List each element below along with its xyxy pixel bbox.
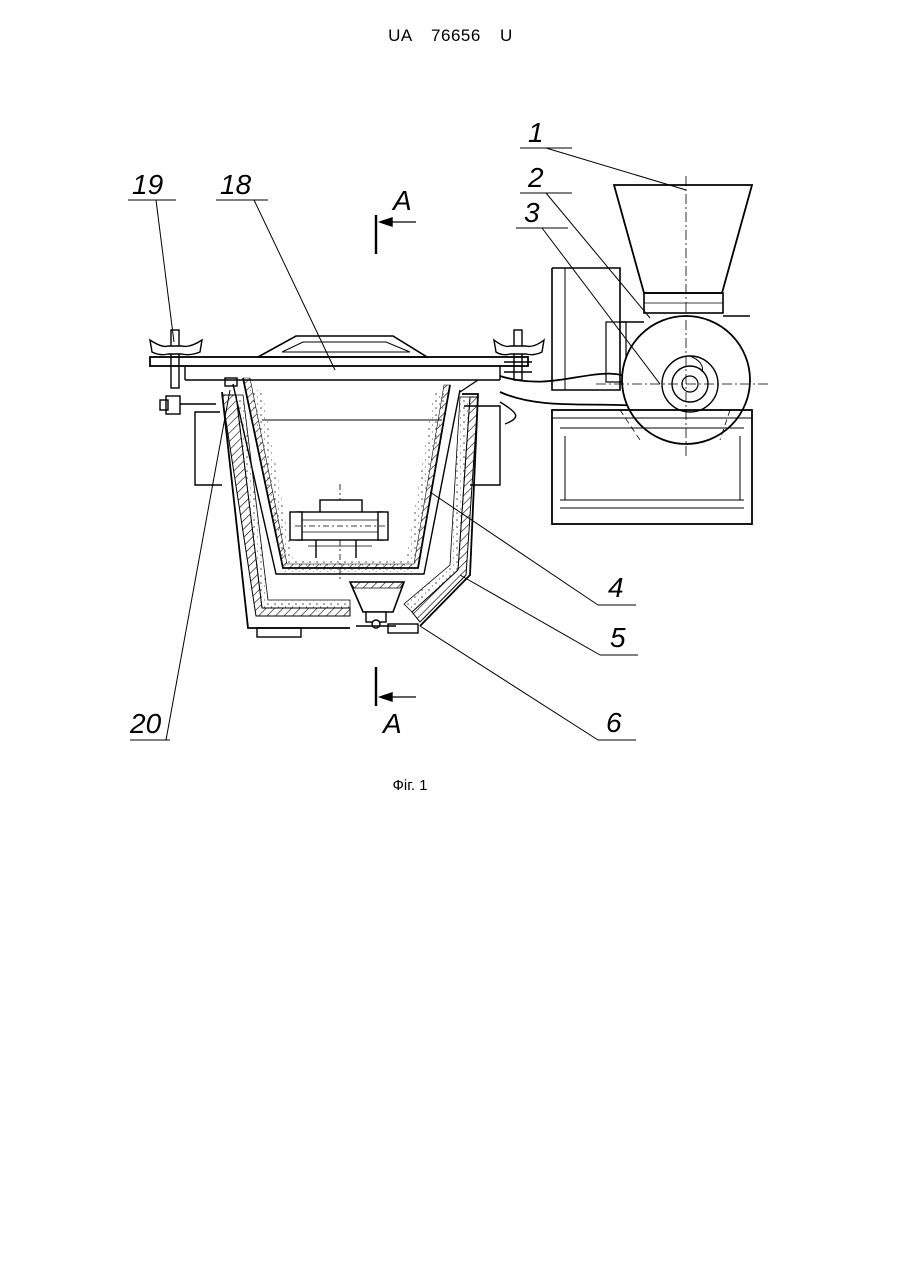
callout-20: 20 — [129, 708, 162, 739]
callout-2: 2 — [527, 162, 544, 193]
clamp-screw-right — [494, 330, 544, 380]
section-marker-top: A — [376, 185, 416, 254]
bottom-nozzle — [350, 582, 404, 628]
callout-18: 18 — [220, 169, 252, 200]
callout-1: 1 — [528, 117, 544, 148]
figure-caption: Фіг. 1 — [0, 777, 820, 794]
section-marker-bottom: A — [376, 667, 416, 739]
feeder-unit — [552, 176, 768, 524]
section-label-bottom: A — [381, 708, 402, 739]
callout-3: 3 — [524, 197, 540, 228]
callout-19: 19 — [132, 169, 163, 200]
clamp-screw-left — [150, 330, 216, 414]
callout-6: 6 — [606, 707, 622, 738]
technical-drawing: A A 1 2 3 4 5 6 18 — [0, 0, 901, 800]
callout-5: 5 — [610, 622, 626, 653]
section-label-top: A — [391, 185, 412, 216]
callout-4: 4 — [608, 572, 624, 603]
lid-plate — [150, 336, 528, 380]
